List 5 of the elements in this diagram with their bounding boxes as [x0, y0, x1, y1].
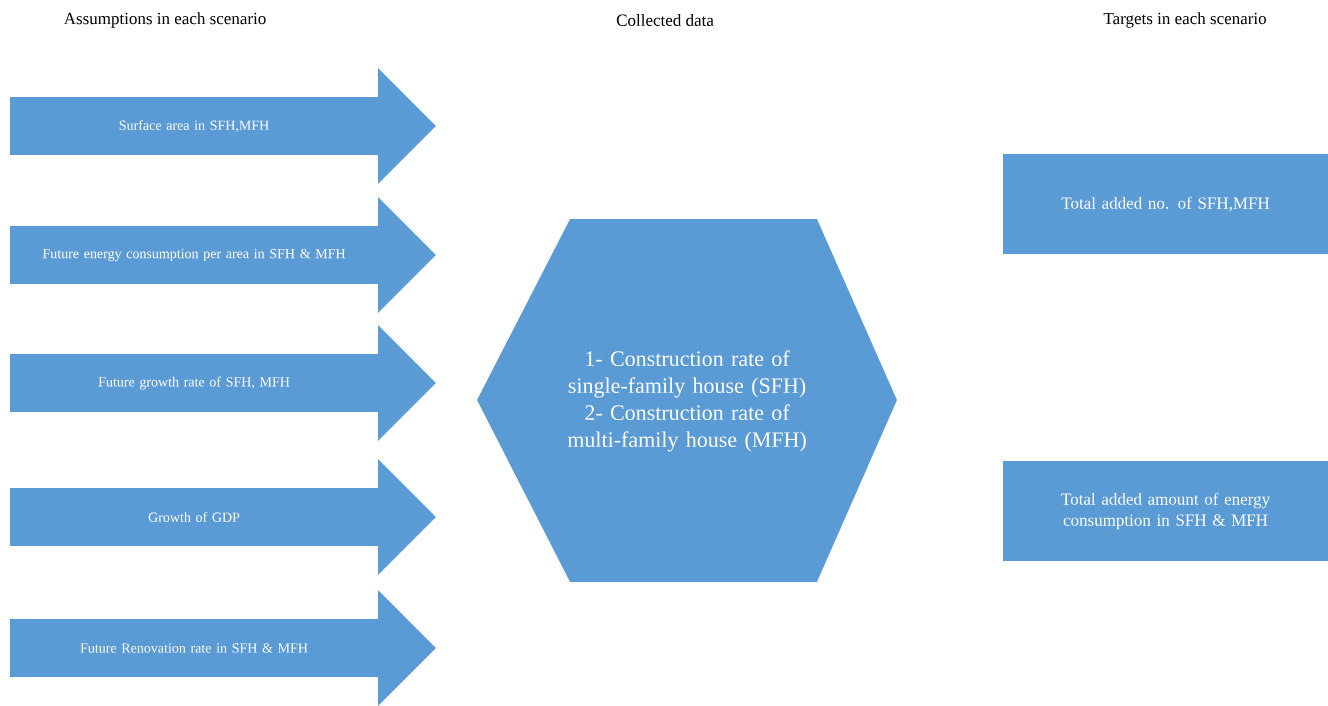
target-box: Total added amount of energy consumption in SFH & MFH [1003, 461, 1328, 561]
column-heading: Assumptions in each scenario [63, 12, 266, 28]
column-heading: Targets in each scenario [1103, 12, 1266, 28]
target-box: Total added no. of SFH,MFH [1003, 154, 1328, 254]
column-heading: Collected data [616, 14, 714, 26]
